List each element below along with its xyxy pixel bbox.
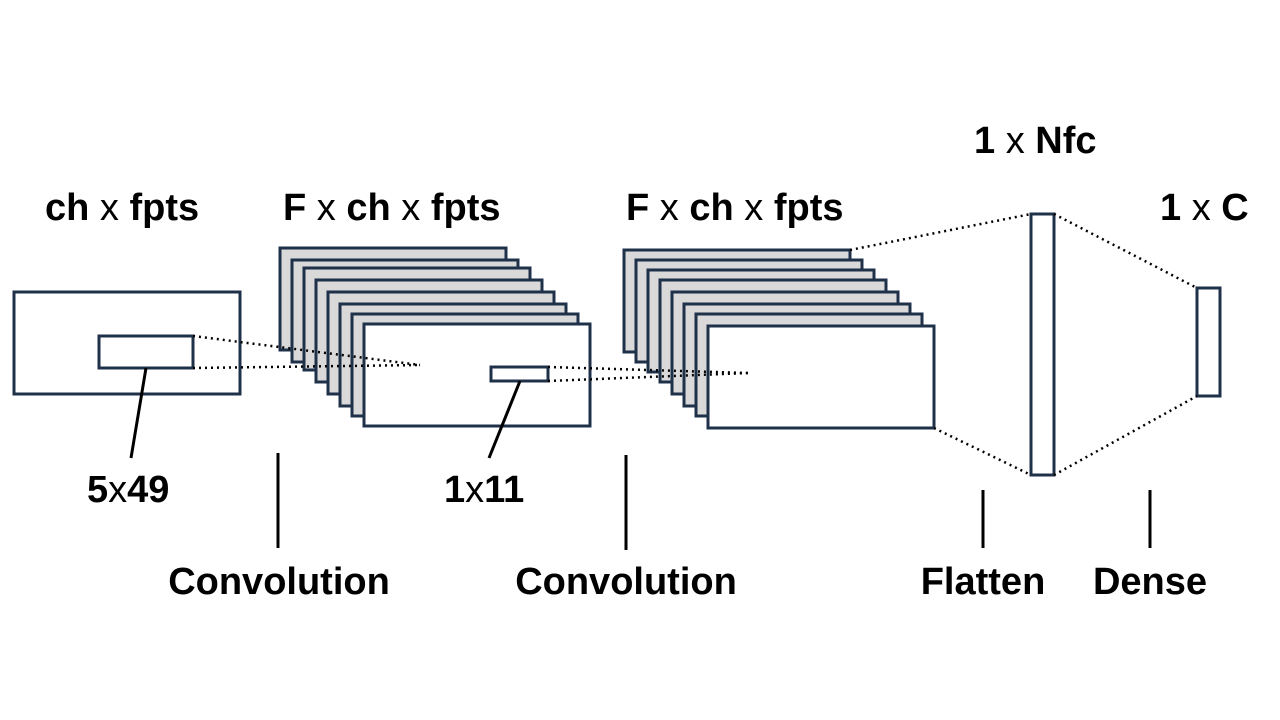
flatten-projection-lines — [849, 212, 1032, 477]
kernel1-leader-line — [129, 367, 148, 459]
conv1-front-map — [362, 322, 592, 428]
conv1-dim-label: F x ch x fpts — [283, 187, 500, 229]
stage-label-convolution-2: Convolution — [515, 561, 737, 603]
flatten-vector — [1029, 212, 1056, 477]
flatten-dim-label: 1 x Nfc — [974, 120, 1097, 162]
kernel2-leader-line — [487, 380, 522, 459]
kernel2-size-label: 1x11 — [444, 469, 524, 511]
stage-label-convolution-1: Convolution — [168, 561, 390, 603]
dense-projection-lines — [1053, 212, 1198, 477]
conv1-feature-stack — [278, 246, 592, 428]
stage-label-flatten: Flatten — [921, 561, 1046, 603]
dense-dim-label: 1 x C — [1160, 187, 1249, 229]
input-dim-label: ch x fpts — [45, 187, 199, 229]
dense-output-vector — [1195, 286, 1222, 398]
conv2-feature-stack — [622, 248, 936, 430]
kernel1-size-label: 5x49 — [87, 469, 169, 511]
conv2-front-map — [706, 324, 936, 430]
input-kernel-5x49 — [97, 334, 195, 370]
conv1-kernel-1x11 — [489, 365, 550, 383]
kernel1-projection-lines — [192, 334, 421, 370]
conv2-dim-label: F x ch x fpts — [626, 187, 843, 229]
stage-label-dense: Dense — [1093, 561, 1207, 603]
